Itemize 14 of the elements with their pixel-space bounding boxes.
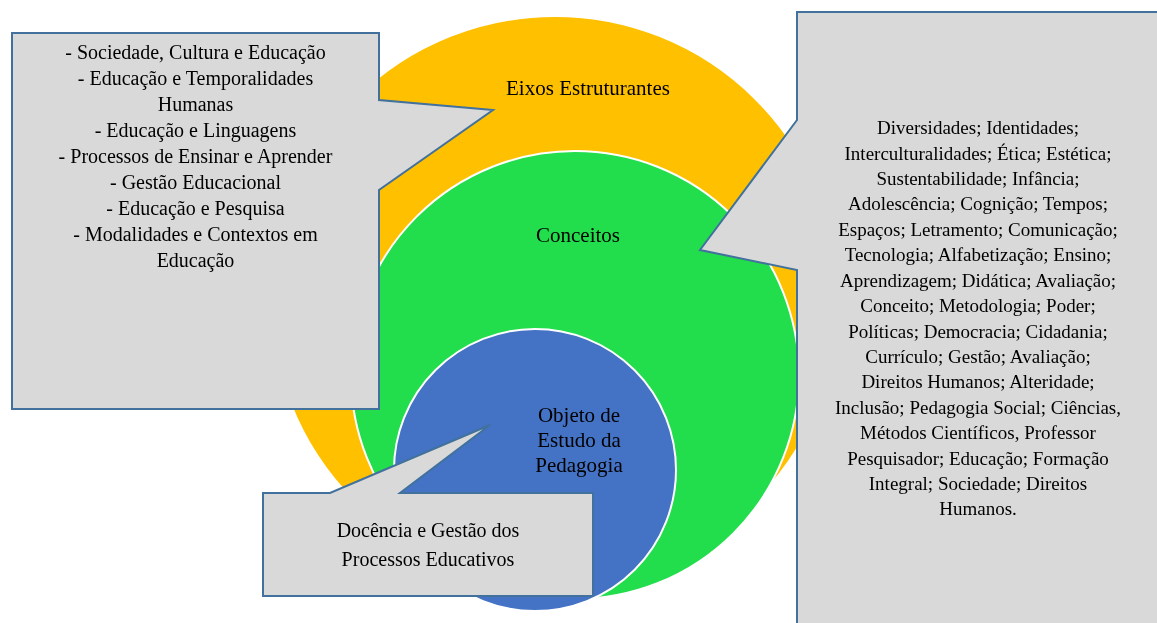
callout-text: - Educação e Temporalidades Humanas — [76, 66, 315, 117]
callout-text: Diversidades; Identidades; Interculturalidades; Ética; Estética; Sustentabilidade; Infância; Adolescência; Cognição; Tempos; Espaços; Letramento; Comunicação; Tecnologia; Alfabetização; Ensino; Aprendizagem; Didática; Avaliação; Conceito; Metodologia; Poder; Políticas; Democracia; Cidadania; Currículo; Gestão; Avaliação; Direitos Humanos; Alteridade; Inclusão; Pedagogia Social; Ciências, Métodos Científicos, Professor Pesquisador; Educação; Formação Integral; Sociedade; Direitos Humanos. — [834, 116, 1122, 522]
circle-label: Objeto de Estudo da Pedagogia — [534, 402, 624, 478]
callout-text: Docência e Gestão dos Processos Educativos — [335, 517, 521, 572]
callout-text: - Gestão Educacional — [109, 170, 281, 195]
callout-tooltip — [700, 12, 1157, 623]
circle-label: Conceitos — [535, 222, 621, 248]
circle-label: Eixos Estruturantes — [505, 75, 671, 101]
callout-text: - Processos de Ensinar e Aprender — [58, 144, 333, 169]
callout-text: - Sociedade, Cultura e Educação — [65, 40, 326, 65]
callout-text: - Modalidades e Contextos em Educação — [72, 222, 319, 273]
callout-text: - Educação e Pesquisa — [106, 196, 285, 221]
callout-text: - Educação e Linguagens — [94, 118, 297, 143]
callout-tooltip — [12, 33, 493, 409]
